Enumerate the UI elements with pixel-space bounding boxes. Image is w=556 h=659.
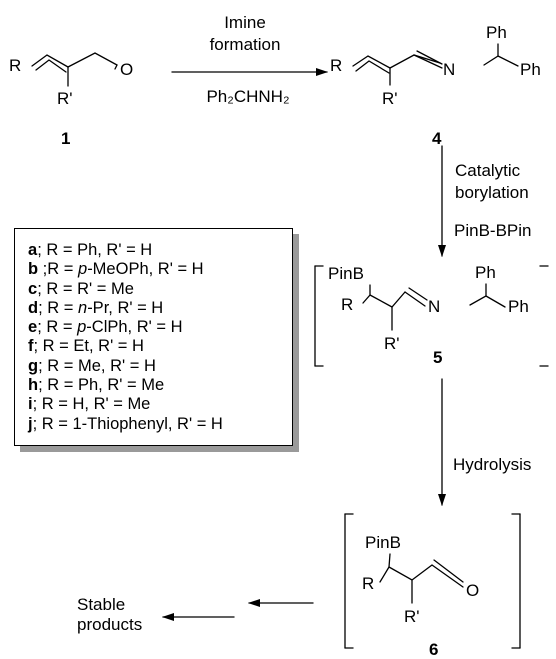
legend-entry-key: d (28, 298, 39, 317)
legend-entry-key: c (28, 279, 38, 298)
legend-entry-key: g (28, 356, 39, 375)
legend-entry-text: R = (46, 318, 78, 337)
compound-1-oxygen: O (120, 60, 134, 79)
legend-entry-separator: ; (38, 376, 48, 395)
compound-4-nitrogen: N (443, 60, 456, 79)
imine-formation-label-line2: formation (209, 35, 281, 54)
legend-entry-i: i; R = H, R' = Me (28, 395, 292, 414)
compound-6-oxygen: O (466, 581, 480, 600)
stable-products-line1: Stable (77, 595, 126, 614)
legend-entry-text: R = (47, 260, 78, 279)
compound-4-number: 4 (432, 129, 442, 148)
compound-4-r: R (330, 56, 343, 75)
compound-5-r: R (341, 295, 354, 314)
legend-entry-separator: ; (37, 279, 47, 298)
catalytic-borylation-label-line1: Catalytic (455, 161, 521, 180)
legend-entry-key: f (28, 337, 34, 356)
legend-entry-j: j; R = 1-Thiophenyl, R' = H (28, 415, 292, 434)
compound-1-r: R (9, 56, 22, 75)
legend-entry-text: R = Ph, R' = Me (47, 376, 165, 395)
legend-entry-key: b (28, 260, 39, 279)
hydrolysis-label: Hydrolysis (453, 455, 532, 474)
compound-6-r: R (362, 574, 375, 593)
compound-6-rprime: R' (404, 607, 420, 626)
legend-entry-key: h (28, 376, 39, 395)
legend-entry-text: R = Ph, R' = H (46, 241, 153, 259)
compound-6-number: 6 (429, 640, 439, 659)
legend-entry-text: R = (47, 298, 78, 317)
compound-6-structure (344, 513, 521, 649)
legend-entry-separator: ; (32, 414, 42, 433)
legend-entry-separator: ; (38, 260, 48, 279)
legend-entry-text: R = R' = Me (46, 279, 134, 298)
legend-entry-text: -MeOPh, R' = H (87, 260, 204, 279)
compound-5-pinb: PinB (328, 264, 364, 283)
legend-entry-text: n (78, 298, 88, 317)
compound-4-phenyl-right: Ph (520, 60, 541, 79)
legend-entry-b: b ;R = p-MeOPh, R' = H (28, 260, 292, 279)
compound-4-structure (352, 43, 519, 86)
legend-entry-separator: ; (32, 395, 42, 414)
legend-entry-separator: ; (38, 356, 48, 375)
compound-4-phenyl-top: Ph (486, 23, 507, 42)
legend-entry-key: e (28, 318, 38, 337)
legend-entry-c: c; R = R' = Me (28, 280, 292, 299)
legend-entry-separator: ; (33, 337, 43, 356)
legend-entry-text: R = Me, R' = H (47, 356, 156, 375)
compound-1-structure (31, 52, 118, 87)
catalytic-borylation-label-line2: borylation (455, 183, 529, 202)
compound-1-rprime: R' (57, 89, 73, 108)
compound-5-structure (314, 265, 549, 367)
legend-entry-f: f; R = Et, R' = H (28, 337, 292, 356)
legend-entry-h: h; R = Ph, R' = Me (28, 376, 292, 395)
legend-entry-text: R = 1-Thiophenyl, R' = H (41, 414, 223, 433)
compound-6-pinb: PinB (365, 533, 401, 552)
compound-4-rprime: R' (382, 89, 398, 108)
borylation-reagent-label: PinB-BPin (454, 221, 532, 240)
legend-entry-separator: ; (37, 318, 47, 337)
legend-entry-text: R = H, R' = Me (41, 395, 151, 414)
imine-formation-label-line1: Imine (224, 13, 266, 32)
legend-entry-text: -ClPh, R' = H (86, 318, 183, 337)
legend-entry-text: p (78, 260, 88, 279)
legend-entry-text: R = Et, R' = H (42, 337, 144, 356)
legend-entry-key: a (28, 241, 38, 259)
legend-entry-d: d; R = n-Pr, R' = H (28, 299, 292, 318)
legend-entry-e: e; R = p-ClPh, R' = H (28, 318, 292, 337)
legend-entry-key: i (28, 395, 33, 414)
legend-entry-text: p (77, 318, 87, 337)
legend-entry-text: -Pr, R' = H (87, 298, 164, 317)
imine-reagent-label: Ph₂CHNH₂ (206, 87, 290, 106)
legend-entry-key: j (28, 414, 33, 433)
legend-entry-separator: ; (37, 241, 47, 259)
legend-entry-g: g; R = Me, R' = H (28, 357, 292, 376)
stable-products-line2: products (77, 615, 143, 634)
compound-1-number: 1 (61, 129, 71, 148)
compound-5-nitrogen: N (428, 297, 441, 316)
legend-entry-separator: ; (38, 298, 48, 317)
compound-5-phenyl-right: Ph (508, 297, 529, 316)
compound-5-rprime: R' (384, 334, 400, 353)
compound-5-number: 5 (433, 348, 443, 367)
compound-5-phenyl-top: Ph (475, 263, 496, 282)
legend-entry-a: a; R = Ph, R' = H (28, 241, 292, 260)
